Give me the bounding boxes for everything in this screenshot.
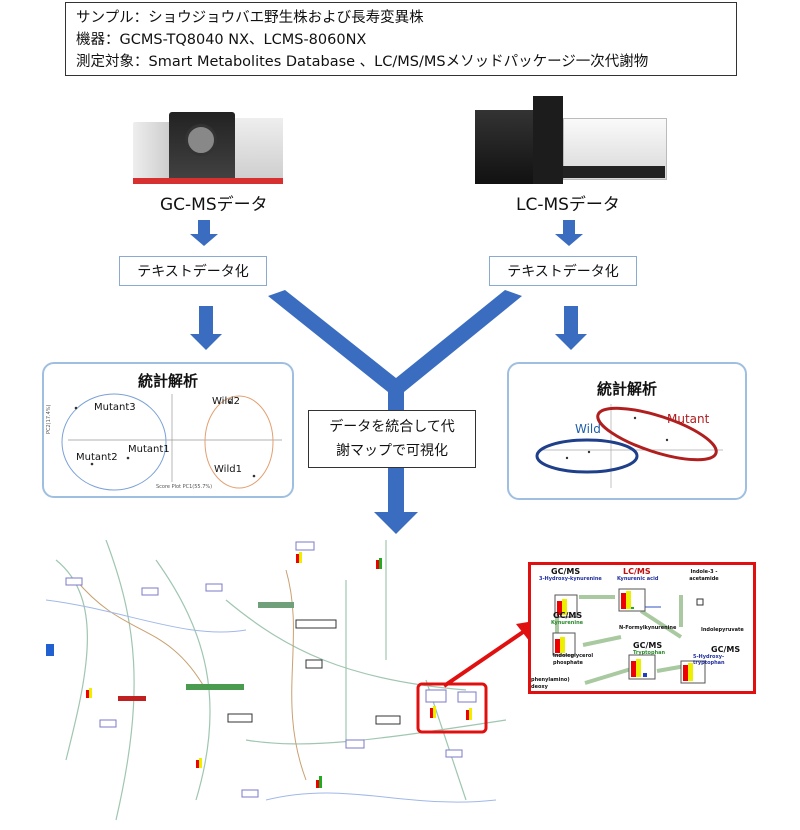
zoom-gcms-2: GC/MS: [553, 611, 583, 620]
zoom-tryptophan: Tryptophan: [633, 650, 666, 656]
zoom-hydroxytryp: 5-Hydroxy-tryptophan: [693, 654, 725, 666]
zoom-formylkyn: N-Formylkynurenine: [619, 625, 677, 631]
pca-label-mutant3: Mutant3: [94, 402, 136, 413]
zoom-kynurenic: Kynurenic acid: [617, 576, 659, 582]
gcms-stats-box: 統計解析 Mutant3 Mutant2 Mutant1 Wild2 Wild1…: [42, 362, 294, 498]
gcms-instrument-image: [133, 112, 283, 184]
lcms-text-step: テキストデータ化: [489, 256, 637, 286]
overview-bar-glyphs: [86, 552, 382, 788]
zoom-kynurenine: Kynurenine: [551, 620, 584, 626]
instrument-line: 機器：GCMS-TQ8040 NX、LCMS-8060NX: [76, 32, 367, 48]
zoom-gcms-4: GC/MS: [711, 645, 741, 654]
target-line: 測定対象：Smart Metabolites Database 、LC/MS/M…: [76, 54, 649, 70]
lcms-mutant-label: Mutant: [667, 412, 710, 426]
lcms-wild-label: Wild: [575, 422, 601, 436]
lcms-instrument-image: [475, 96, 667, 184]
info-box: サンプル：ショウジョウバエ野生株および長寿変異株 機器：GCMS-TQ8040 …: [65, 2, 737, 76]
gcms-stats-title: 統計解析: [137, 372, 198, 390]
gcms-label: GC-MSデータ: [160, 195, 268, 215]
pca-label-wild1: Wild1: [214, 464, 242, 475]
zoom-phenylamino: phenylamino) deoxy: [531, 677, 570, 690]
sample-line: サンプル：ショウジョウバエ野生株および長寿変異株: [76, 10, 424, 26]
zoom-indolepyruvate: Indolepyruvate: [701, 627, 744, 633]
lcms-label: LC-MSデータ: [516, 195, 620, 215]
lcms-pca-plot: [535, 404, 723, 488]
zoom-region-highlight: [416, 682, 488, 734]
zoom-indoleglycerol: Indoleglycerol phosphate: [553, 653, 594, 666]
lcms-stats-box: 統計解析 Wild Mutant: [507, 362, 747, 500]
lcms-down-arrow: [555, 220, 583, 246]
zoom-hydroxykyn: 3-Hydroxy-kynurenine: [539, 576, 602, 582]
zoom-gcms-1: GC/MS: [551, 567, 581, 576]
zoom-indole-acetamide: Indole-3 -acetamide: [689, 569, 719, 582]
metabolic-map-overview: [46, 540, 516, 828]
pca-label-wild2: Wild2: [212, 396, 240, 407]
gcms-to-stats-arrow: [190, 306, 222, 350]
pca-label-mutant2: Mutant2: [76, 452, 118, 463]
gcms-pca-plot: [61, 393, 282, 491]
lcms-to-stats-arrow: [555, 306, 587, 350]
merge-line1: データを統合して代: [329, 419, 455, 435]
zoom-gcms-3: GC/MS: [633, 641, 663, 650]
zoom-panel: GC/MS 3-Hydroxy-kynurenine LC/MS Kynuren…: [528, 562, 756, 694]
lcms-stats-title: 統計解析: [596, 380, 657, 398]
pca-label-mutant1: Mutant1: [128, 444, 170, 455]
pca-ylabel: PC2(17.4%): [46, 404, 52, 434]
merge-textbox: データを統合して代 謝マップで可視化: [308, 410, 476, 468]
pca-xlabel: Score Plot PC1(55.7%): [156, 484, 213, 490]
gcms-down-arrow: [190, 220, 218, 246]
zoom-lcms: LC/MS: [623, 567, 651, 576]
gcms-text-step: テキストデータ化: [119, 256, 267, 286]
merge-line2: 謝マップで可視化: [336, 443, 448, 459]
